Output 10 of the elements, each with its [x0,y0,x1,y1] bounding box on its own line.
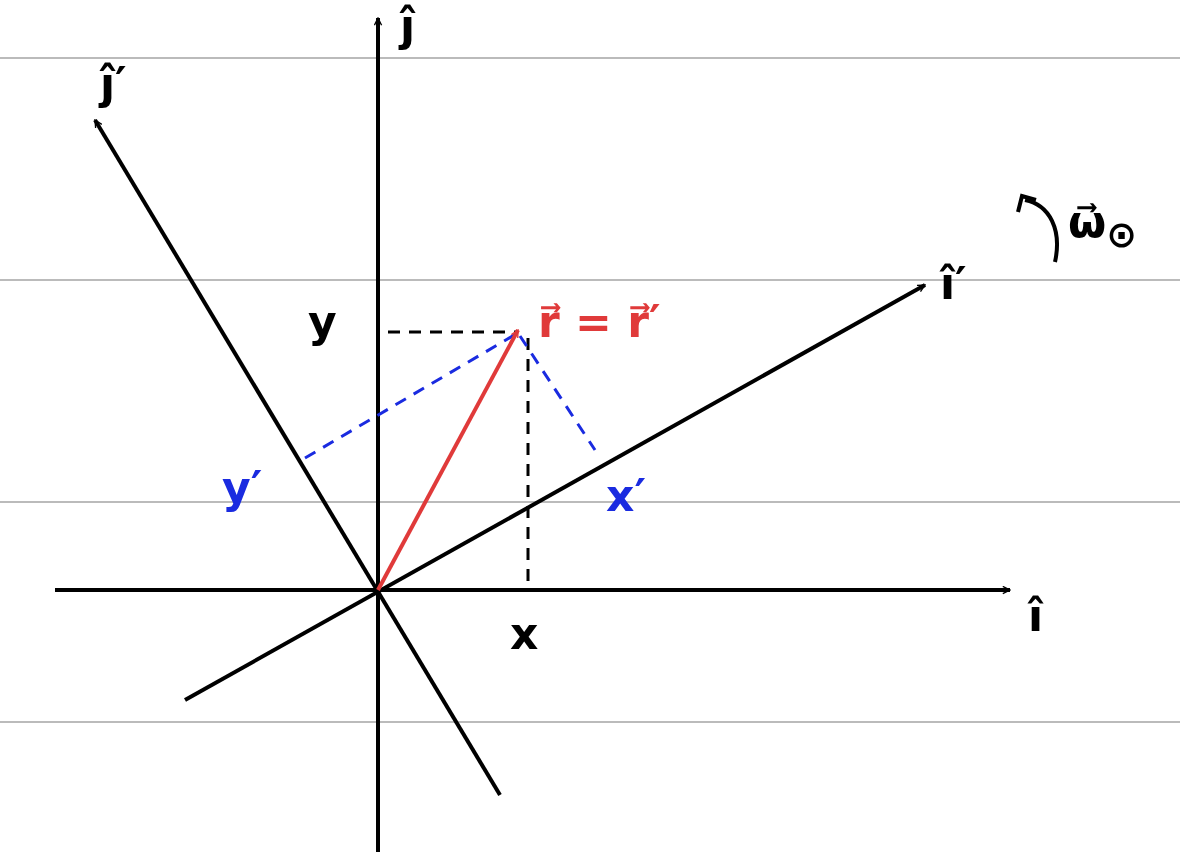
coordinate-label: x′ [606,474,646,518]
coordinate-label: x [510,612,539,656]
axis-label: î′ [940,262,967,306]
coordinate-label: y [308,300,337,344]
coordinate-label: y′ [222,466,263,510]
axis-label: î [1028,594,1044,638]
axis-label: ĵ′ [100,62,127,106]
angular-velocity-label: ω⃗$_{⊙}$ [1068,200,1137,254]
vector-label: r⃗ = r⃗′ [538,300,661,344]
axis-label: ĵ [400,4,416,48]
